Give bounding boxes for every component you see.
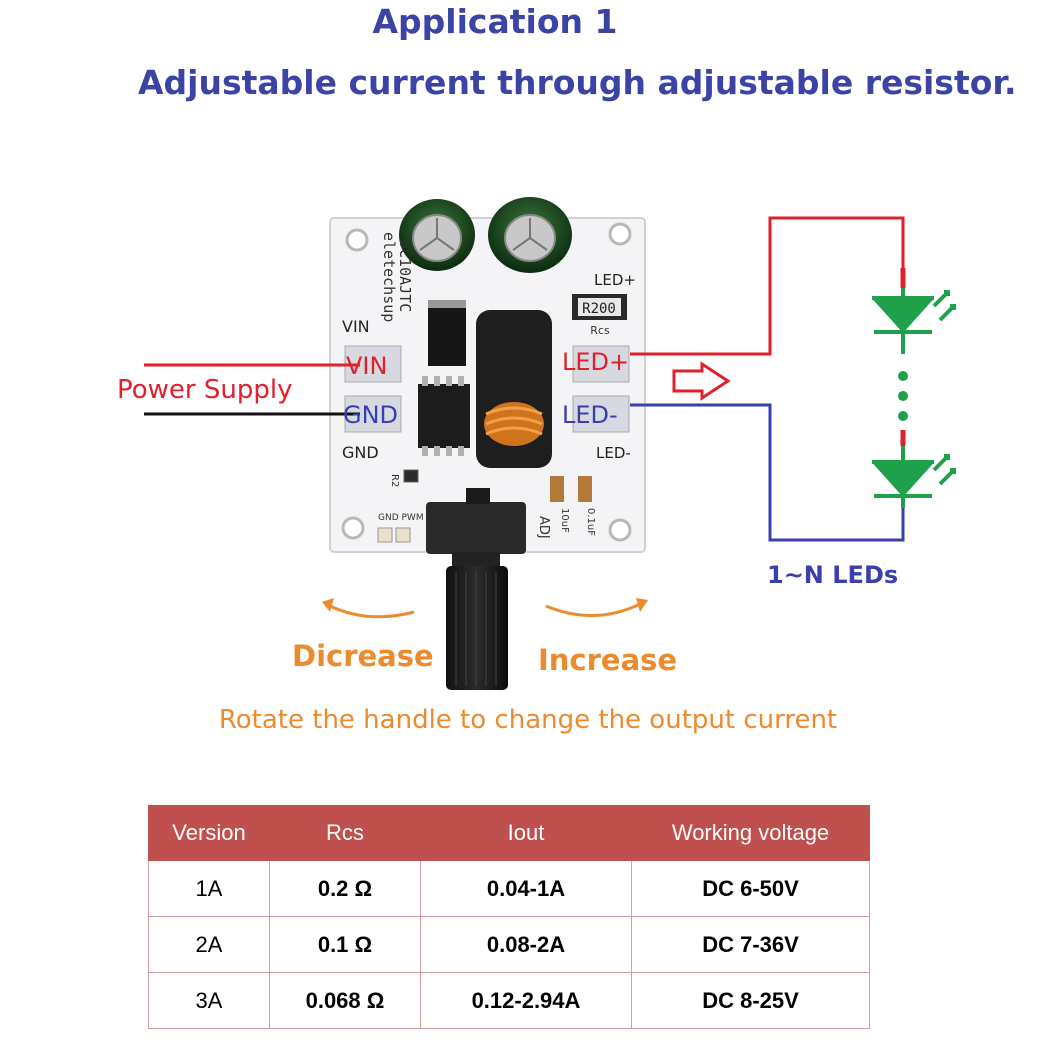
gnd-silk: GND <box>342 443 379 462</box>
led-minus-pad-label: LED- <box>562 401 618 429</box>
mount-hole-tl <box>345 228 369 252</box>
led-minus-silk: LED- <box>596 444 631 462</box>
table-row: 3A 0.068 Ω 0.12-2.94A DC 8-25V <box>148 972 870 1029</box>
decrease-label: Dicrease <box>292 639 434 673</box>
spec-table: Version Rcs Iout Working voltage 1A 0.2 … <box>148 805 870 1029</box>
col-version: Version <box>148 805 270 861</box>
cell-iout: 0.04-1A <box>420 860 632 917</box>
led-plus-pad-label: LED+ <box>562 348 629 376</box>
pad-led-plus <box>572 345 630 383</box>
cap-10uf <box>550 476 564 502</box>
cell-voltage: DC 8-25V <box>631 972 870 1029</box>
col-iout: Iout <box>420 805 632 861</box>
circuit-diagram: eletechsup DC10AJTC R200 Rcs LED+ LED- V… <box>117 197 956 735</box>
led-plus-silk: LED+ <box>594 271 636 289</box>
table-header-row: Version Rcs Iout Working voltage <box>148 805 870 861</box>
wire-led-minus <box>630 403 905 542</box>
cap1-silk: 10uF <box>559 508 570 533</box>
cap-01uf <box>578 476 592 502</box>
cell-version: 2A <box>148 916 270 973</box>
page-title: Application 1 <box>372 2 618 41</box>
r2-silk: R2 <box>389 474 400 487</box>
rotate-hint: Rotate the handle to change the output c… <box>219 705 837 735</box>
decrease-arrow <box>329 604 415 619</box>
cell-voltage: DC 6-50V <box>631 860 870 917</box>
cell-rcs: 0.2 Ω <box>269 860 421 917</box>
leds-count-label: 1~N LEDs <box>767 561 898 589</box>
page-subtitle: Adjustable current through adjustable re… <box>138 63 1017 102</box>
mount-hole-bl <box>341 516 365 540</box>
cell-voltage: DC 7-36V <box>631 916 870 973</box>
cell-iout: 0.08-2A <box>420 916 632 973</box>
col-rcs: Rcs <box>269 805 421 861</box>
led-bottom <box>871 446 956 508</box>
vin-pad-label: VIN <box>346 352 387 380</box>
gnd-pwm-silk: GND PWM <box>378 513 424 523</box>
led-ellipsis-dots <box>898 371 908 421</box>
resistor-label: R200 <box>582 301 616 317</box>
increase-arrow <box>545 602 641 618</box>
pad-gnd <box>344 395 402 433</box>
potentiometer-knob <box>446 566 508 690</box>
table-row: 1A 0.2 Ω 0.04-1A DC 6-50V <box>148 860 870 917</box>
cell-rcs: 0.1 Ω <box>269 916 421 973</box>
cell-rcs: 0.068 Ω <box>269 972 421 1029</box>
cell-version: 1A <box>148 860 270 917</box>
mount-hole-br <box>608 518 632 542</box>
mount-hole-tr <box>608 222 632 246</box>
brand-text: eletechsup <box>380 232 398 322</box>
potentiometer-shaft <box>452 552 500 568</box>
cell-iout: 0.12-2.94A <box>420 972 632 1029</box>
rcs-silk: Rcs <box>590 324 610 337</box>
capacitor-right <box>488 197 572 273</box>
cell-version: 3A <box>148 972 270 1029</box>
table-row: 2A 0.1 Ω 0.08-2A DC 7-36V <box>148 916 870 973</box>
increase-label: Increase <box>538 643 677 677</box>
mosfet-chip <box>428 306 466 366</box>
driver-ic <box>418 384 470 448</box>
pad-led-minus <box>572 395 630 433</box>
vin-silk: VIN <box>342 317 370 336</box>
led-top <box>871 288 956 354</box>
wire-led-plus <box>630 216 905 356</box>
cap2-silk: 0.1uF <box>585 508 596 536</box>
capacitor-left <box>399 199 475 271</box>
output-arrow <box>672 361 731 401</box>
gnd-pad-label: GND <box>343 401 398 429</box>
adj-silk: ADJ <box>536 516 551 539</box>
potentiometer-body <box>426 502 526 554</box>
header-pin-2 <box>395 527 411 543</box>
model-text: DC10AJTC <box>396 240 414 312</box>
power-supply-label: Power Supply <box>117 375 292 405</box>
col-working-voltage: Working voltage <box>631 805 870 861</box>
resistor-r2 <box>403 469 419 483</box>
header-pin-1 <box>377 527 393 543</box>
